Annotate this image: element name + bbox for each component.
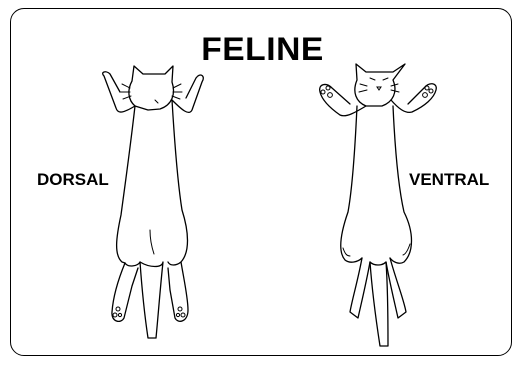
cat-ventral-icon bbox=[320, 64, 437, 346]
